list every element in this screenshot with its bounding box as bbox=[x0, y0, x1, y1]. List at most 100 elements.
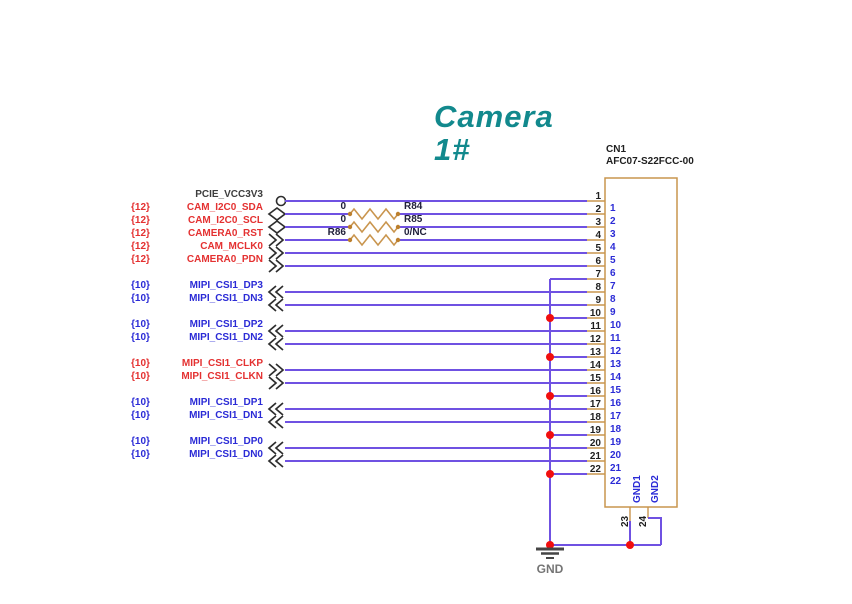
pin-name: 6 bbox=[610, 268, 616, 279]
resistor-right-label: R84 bbox=[404, 201, 423, 212]
off-page-reference: {10} bbox=[131, 371, 150, 382]
pin-number: 3 bbox=[595, 217, 601, 228]
pin-number: 16 bbox=[590, 386, 602, 397]
off-page-reference: {12} bbox=[131, 228, 150, 239]
pin-name: 15 bbox=[610, 385, 622, 396]
signal-label-row: {12} CAMERA0_PDN bbox=[131, 254, 263, 266]
net-name: CAM_I2C0_SCL bbox=[187, 215, 263, 226]
pin-name: 17 bbox=[610, 411, 622, 422]
pin-name: 22 bbox=[610, 476, 622, 487]
net-name: MIPI_CSI1_CLKP bbox=[181, 358, 263, 369]
bidirectional-port-icon bbox=[267, 219, 287, 235]
ground-label: GND bbox=[536, 562, 564, 576]
resistor-terminal bbox=[347, 224, 353, 230]
pin-name: 8 bbox=[610, 294, 616, 305]
schematic-title-line2: 1# bbox=[434, 132, 471, 167]
net-name: CAMERA0_PDN bbox=[186, 254, 263, 265]
net-name: CAMERA0_RST bbox=[187, 228, 263, 239]
junction-dot bbox=[546, 314, 554, 322]
resistor-terminal bbox=[395, 211, 401, 217]
pin-name: 16 bbox=[610, 398, 622, 409]
off-page-reference: {10} bbox=[131, 436, 150, 447]
pin-name: 3 bbox=[610, 229, 616, 240]
chevron-right-port-icon bbox=[268, 246, 285, 260]
resistor-terminal bbox=[347, 237, 353, 243]
pin-name: GND1 bbox=[632, 475, 643, 503]
net-name: MIPI_CSI1_DP0 bbox=[189, 436, 263, 447]
resistor-left-label: R86 bbox=[327, 227, 346, 238]
pin-name: 5 bbox=[610, 255, 616, 266]
chevron-left-port-icon bbox=[267, 415, 284, 429]
pin-name: 14 bbox=[610, 372, 622, 383]
pin-name: 11 bbox=[610, 333, 621, 344]
schematic-title-line1: Camera bbox=[434, 99, 554, 134]
chevron-right-port-icon bbox=[268, 363, 285, 377]
signal-label-row: PCIE_VCC3V3 bbox=[131, 189, 263, 201]
pin-number: 6 bbox=[595, 256, 601, 267]
pin-number: 7 bbox=[595, 269, 601, 280]
pin-number: 4 bbox=[595, 230, 601, 241]
signal-label-row: {10} MIPI_CSI1_DN1 bbox=[131, 410, 263, 422]
pin-name: 1 bbox=[610, 203, 616, 214]
resistor-right-label: 0/NC bbox=[404, 227, 427, 238]
signal-label-row: {12}CAM_I2C0_SDA bbox=[131, 202, 263, 214]
pin-name: 20 bbox=[610, 450, 622, 461]
pin-number: 21 bbox=[590, 451, 602, 462]
off-page-reference: {10} bbox=[131, 293, 150, 304]
pin-name: 2 bbox=[610, 216, 616, 227]
pin-number: 9 bbox=[595, 295, 601, 306]
chevron-left-port-icon bbox=[267, 441, 284, 455]
pin-number: 13 bbox=[590, 347, 602, 358]
signal-label-row: {12} CAMERA0_RST bbox=[131, 228, 263, 240]
junction-dot bbox=[546, 541, 554, 549]
pin-number: 11 bbox=[590, 321, 601, 332]
pin-number: 22 bbox=[590, 464, 602, 475]
net-name: MIPI_CSI1_DN3 bbox=[189, 293, 263, 304]
pin-number: 24 bbox=[638, 515, 649, 527]
net-name: MIPI_CSI1_DN1 bbox=[189, 410, 263, 421]
pin-number: 14 bbox=[590, 360, 602, 371]
net-name: CAM_I2C0_SDA bbox=[186, 202, 263, 213]
net-name: MIPI_CSI1_DP2 bbox=[189, 319, 263, 330]
signal-label-row: {10}MIPI_CSI1_DP3 bbox=[131, 280, 263, 292]
pin-number: 17 bbox=[590, 399, 602, 410]
resistor-terminal bbox=[395, 237, 401, 243]
net-name: MIPI_CSI1_DP1 bbox=[189, 397, 263, 408]
pin-number: 18 bbox=[590, 412, 602, 423]
pin-name: 9 bbox=[610, 307, 616, 318]
net-name: MIPI_CSI1_DP3 bbox=[189, 280, 263, 291]
resistor-terminal bbox=[347, 211, 353, 217]
off-page-reference: {10} bbox=[131, 410, 150, 421]
resistor-left-label: 0 bbox=[340, 201, 346, 212]
pin-number: 10 bbox=[590, 308, 602, 319]
pin-number: 8 bbox=[595, 282, 601, 293]
chevron-left-port-icon bbox=[267, 337, 284, 351]
resistor-symbol bbox=[349, 233, 399, 247]
pin-number: 20 bbox=[590, 438, 602, 449]
pin-name: 13 bbox=[610, 359, 622, 370]
resistor-terminal bbox=[395, 224, 401, 230]
signal-label-row: {12}CAM_I2C0_SCL bbox=[131, 215, 263, 227]
pin-name: 18 bbox=[610, 424, 622, 435]
chevron-left-port-icon bbox=[267, 298, 284, 312]
pin-number: 2 bbox=[595, 204, 601, 215]
connector-body bbox=[604, 177, 678, 508]
signal-label-row: {10} MIPI_CSI1_DP1 bbox=[131, 397, 263, 409]
pin-name: 12 bbox=[610, 346, 622, 357]
connector-part-number: AFC07-S22FCC-00 bbox=[606, 156, 694, 167]
signal-label-row: {10}MIPI_CSI1_DN2 bbox=[131, 332, 263, 344]
resistor-symbol bbox=[349, 207, 399, 221]
chevron-right-port-icon bbox=[268, 233, 285, 247]
pin-number: 23 bbox=[620, 515, 631, 527]
chevron-left-port-icon bbox=[267, 285, 284, 299]
junction-dot bbox=[546, 353, 554, 361]
schematic-title: Camera 1# bbox=[434, 100, 554, 166]
ground-wire bbox=[648, 517, 662, 545]
off-page-reference: {12} bbox=[131, 254, 150, 265]
off-page-reference: {10} bbox=[131, 397, 150, 408]
net-name: MIPI_CSI1_CLKN bbox=[181, 371, 263, 382]
junction-dot bbox=[546, 431, 554, 439]
signal-label-row: {10} MIPI_CSI1_DN3 bbox=[131, 293, 263, 305]
